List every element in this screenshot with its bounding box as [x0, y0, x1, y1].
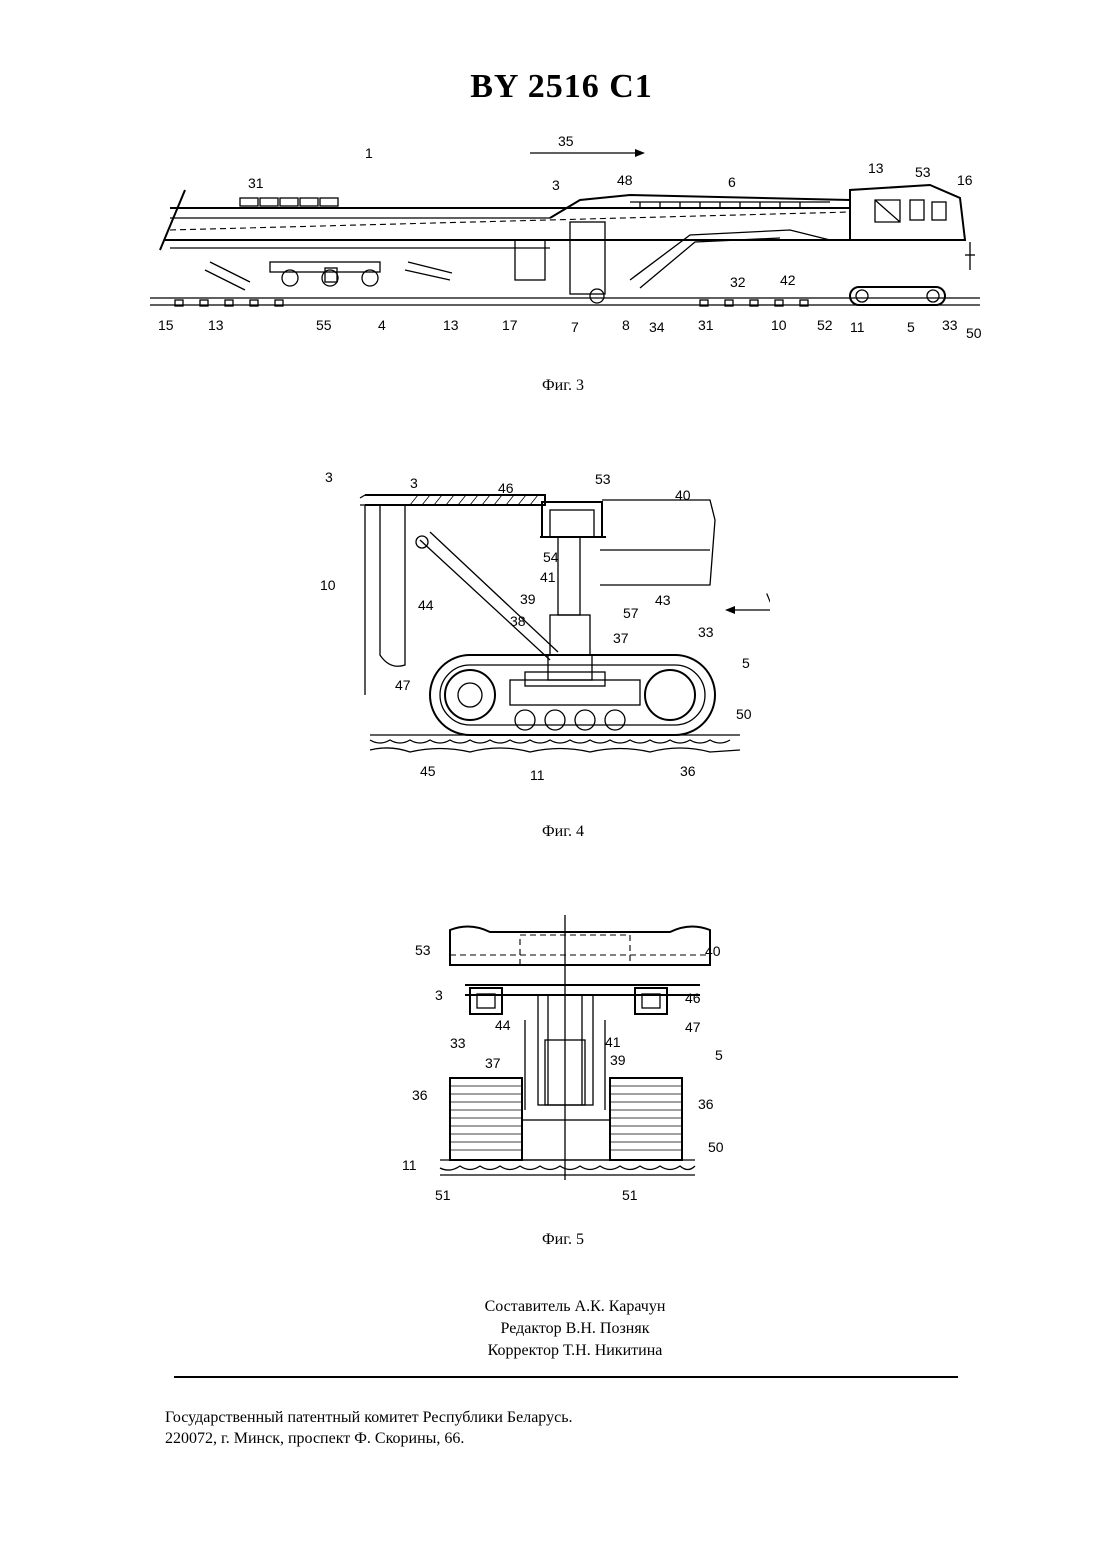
svg-text:40: 40 — [675, 487, 691, 503]
svg-text:39: 39 — [520, 591, 536, 607]
compiler-line: Составитель А.К. Карачун — [420, 1296, 730, 1318]
svg-text:1: 1 — [365, 145, 373, 161]
svg-text:10: 10 — [771, 317, 787, 333]
svg-text:36: 36 — [680, 763, 696, 779]
svg-text:38: 38 — [510, 613, 526, 629]
figure-4-caption: Фиг. 4 — [463, 823, 663, 841]
svg-text:54: 54 — [543, 549, 559, 565]
svg-text:47: 47 — [395, 677, 411, 693]
svg-text:31: 31 — [698, 317, 714, 333]
figure-3-caption: Фиг. 3 — [463, 377, 663, 395]
svg-text:5: 5 — [715, 1047, 723, 1063]
svg-text:42: 42 — [780, 272, 796, 288]
svg-text:57: 57 — [623, 605, 639, 621]
svg-text:7: 7 — [571, 319, 579, 335]
svg-text:13: 13 — [208, 317, 224, 333]
publisher-footer: Государственный патентный комитет Респуб… — [165, 1407, 573, 1449]
svg-text:51: 51 — [435, 1187, 451, 1203]
figure-5-drawing: 53 40 3 46 44 47 33 41 39 37 5 36 36 11 50 51 51 — [400, 910, 740, 1210]
svg-text:33: 33 — [698, 624, 714, 640]
svg-text:3: 3 — [410, 475, 418, 491]
svg-text:53: 53 — [595, 471, 611, 487]
publisher-address: 220072, г. Минск, проспект Ф. Скорины, 6… — [165, 1428, 573, 1449]
svg-text:50: 50 — [736, 706, 752, 722]
svg-text:15: 15 — [158, 317, 174, 333]
svg-text:37: 37 — [613, 630, 629, 646]
svg-text:53: 53 — [415, 942, 431, 958]
svg-text:53: 53 — [915, 164, 931, 180]
svg-text:45: 45 — [420, 763, 436, 779]
svg-text:34: 34 — [649, 319, 665, 335]
svg-text:36: 36 — [412, 1087, 428, 1103]
svg-text:6: 6 — [728, 174, 736, 190]
svg-text:5: 5 — [907, 319, 915, 335]
svg-text:V: V — [766, 590, 770, 606]
svg-text:3: 3 — [435, 987, 443, 1003]
svg-text:4: 4 — [378, 317, 386, 333]
svg-text:5: 5 — [742, 655, 750, 671]
figure-3-drawing: 1 35 31 3 48 6 13 53 16 15 13 55 4 13 17 7 8 34 31 32… — [130, 130, 1000, 350]
svg-text:46: 46 — [685, 990, 701, 1006]
svg-text:10: 10 — [320, 577, 336, 593]
svg-text:47: 47 — [685, 1019, 701, 1035]
svg-text:35: 35 — [558, 133, 574, 149]
svg-text:13: 13 — [443, 317, 459, 333]
svg-text:52: 52 — [817, 317, 833, 333]
figure-5-caption: Фиг. 5 — [463, 1231, 663, 1249]
svg-text:11: 11 — [402, 1157, 417, 1173]
credits-block: Составитель А.К. Карачун Редактор В.Н. П… — [420, 1296, 730, 1362]
svg-text:40: 40 — [705, 943, 721, 959]
svg-text:16: 16 — [957, 172, 973, 188]
svg-text:50: 50 — [708, 1139, 724, 1155]
svg-text:44: 44 — [495, 1017, 511, 1033]
svg-text:3: 3 — [552, 177, 560, 193]
svg-text:43: 43 — [655, 592, 671, 608]
svg-text:46: 46 — [498, 480, 514, 496]
svg-text:17: 17 — [502, 317, 518, 333]
corrector-line: Корректор Т.Н. Никитина — [420, 1340, 730, 1362]
footer-divider — [174, 1376, 958, 1378]
svg-text:36: 36 — [698, 1096, 714, 1112]
svg-text:44: 44 — [418, 597, 434, 613]
figure-4-drawing: 3346 534054 104441 3943V 385737 33547 50… — [310, 460, 770, 790]
svg-text:33: 33 — [450, 1035, 466, 1051]
editor-line: Редактор В.Н. Позняк — [420, 1318, 730, 1340]
svg-text:33: 33 — [942, 317, 958, 333]
svg-text:37: 37 — [485, 1055, 501, 1071]
svg-text:11: 11 — [850, 319, 865, 335]
svg-text:51: 51 — [622, 1187, 638, 1203]
svg-text:39: 39 — [610, 1052, 626, 1068]
svg-text:41: 41 — [605, 1034, 621, 1050]
svg-text:3: 3 — [325, 469, 333, 485]
svg-text:11: 11 — [530, 767, 545, 783]
svg-text:13: 13 — [868, 160, 884, 176]
svg-text:50: 50 — [966, 325, 982, 341]
svg-text:8: 8 — [622, 317, 630, 333]
svg-text:48: 48 — [617, 172, 633, 188]
publisher-name: Государственный патентный комитет Респуб… — [165, 1407, 573, 1428]
svg-text:31: 31 — [248, 175, 264, 191]
svg-text:41: 41 — [540, 569, 556, 585]
patent-number-title: BY 2516 C1 — [0, 68, 1100, 106]
svg-text:55: 55 — [316, 317, 332, 333]
svg-text:32: 32 — [730, 274, 746, 290]
